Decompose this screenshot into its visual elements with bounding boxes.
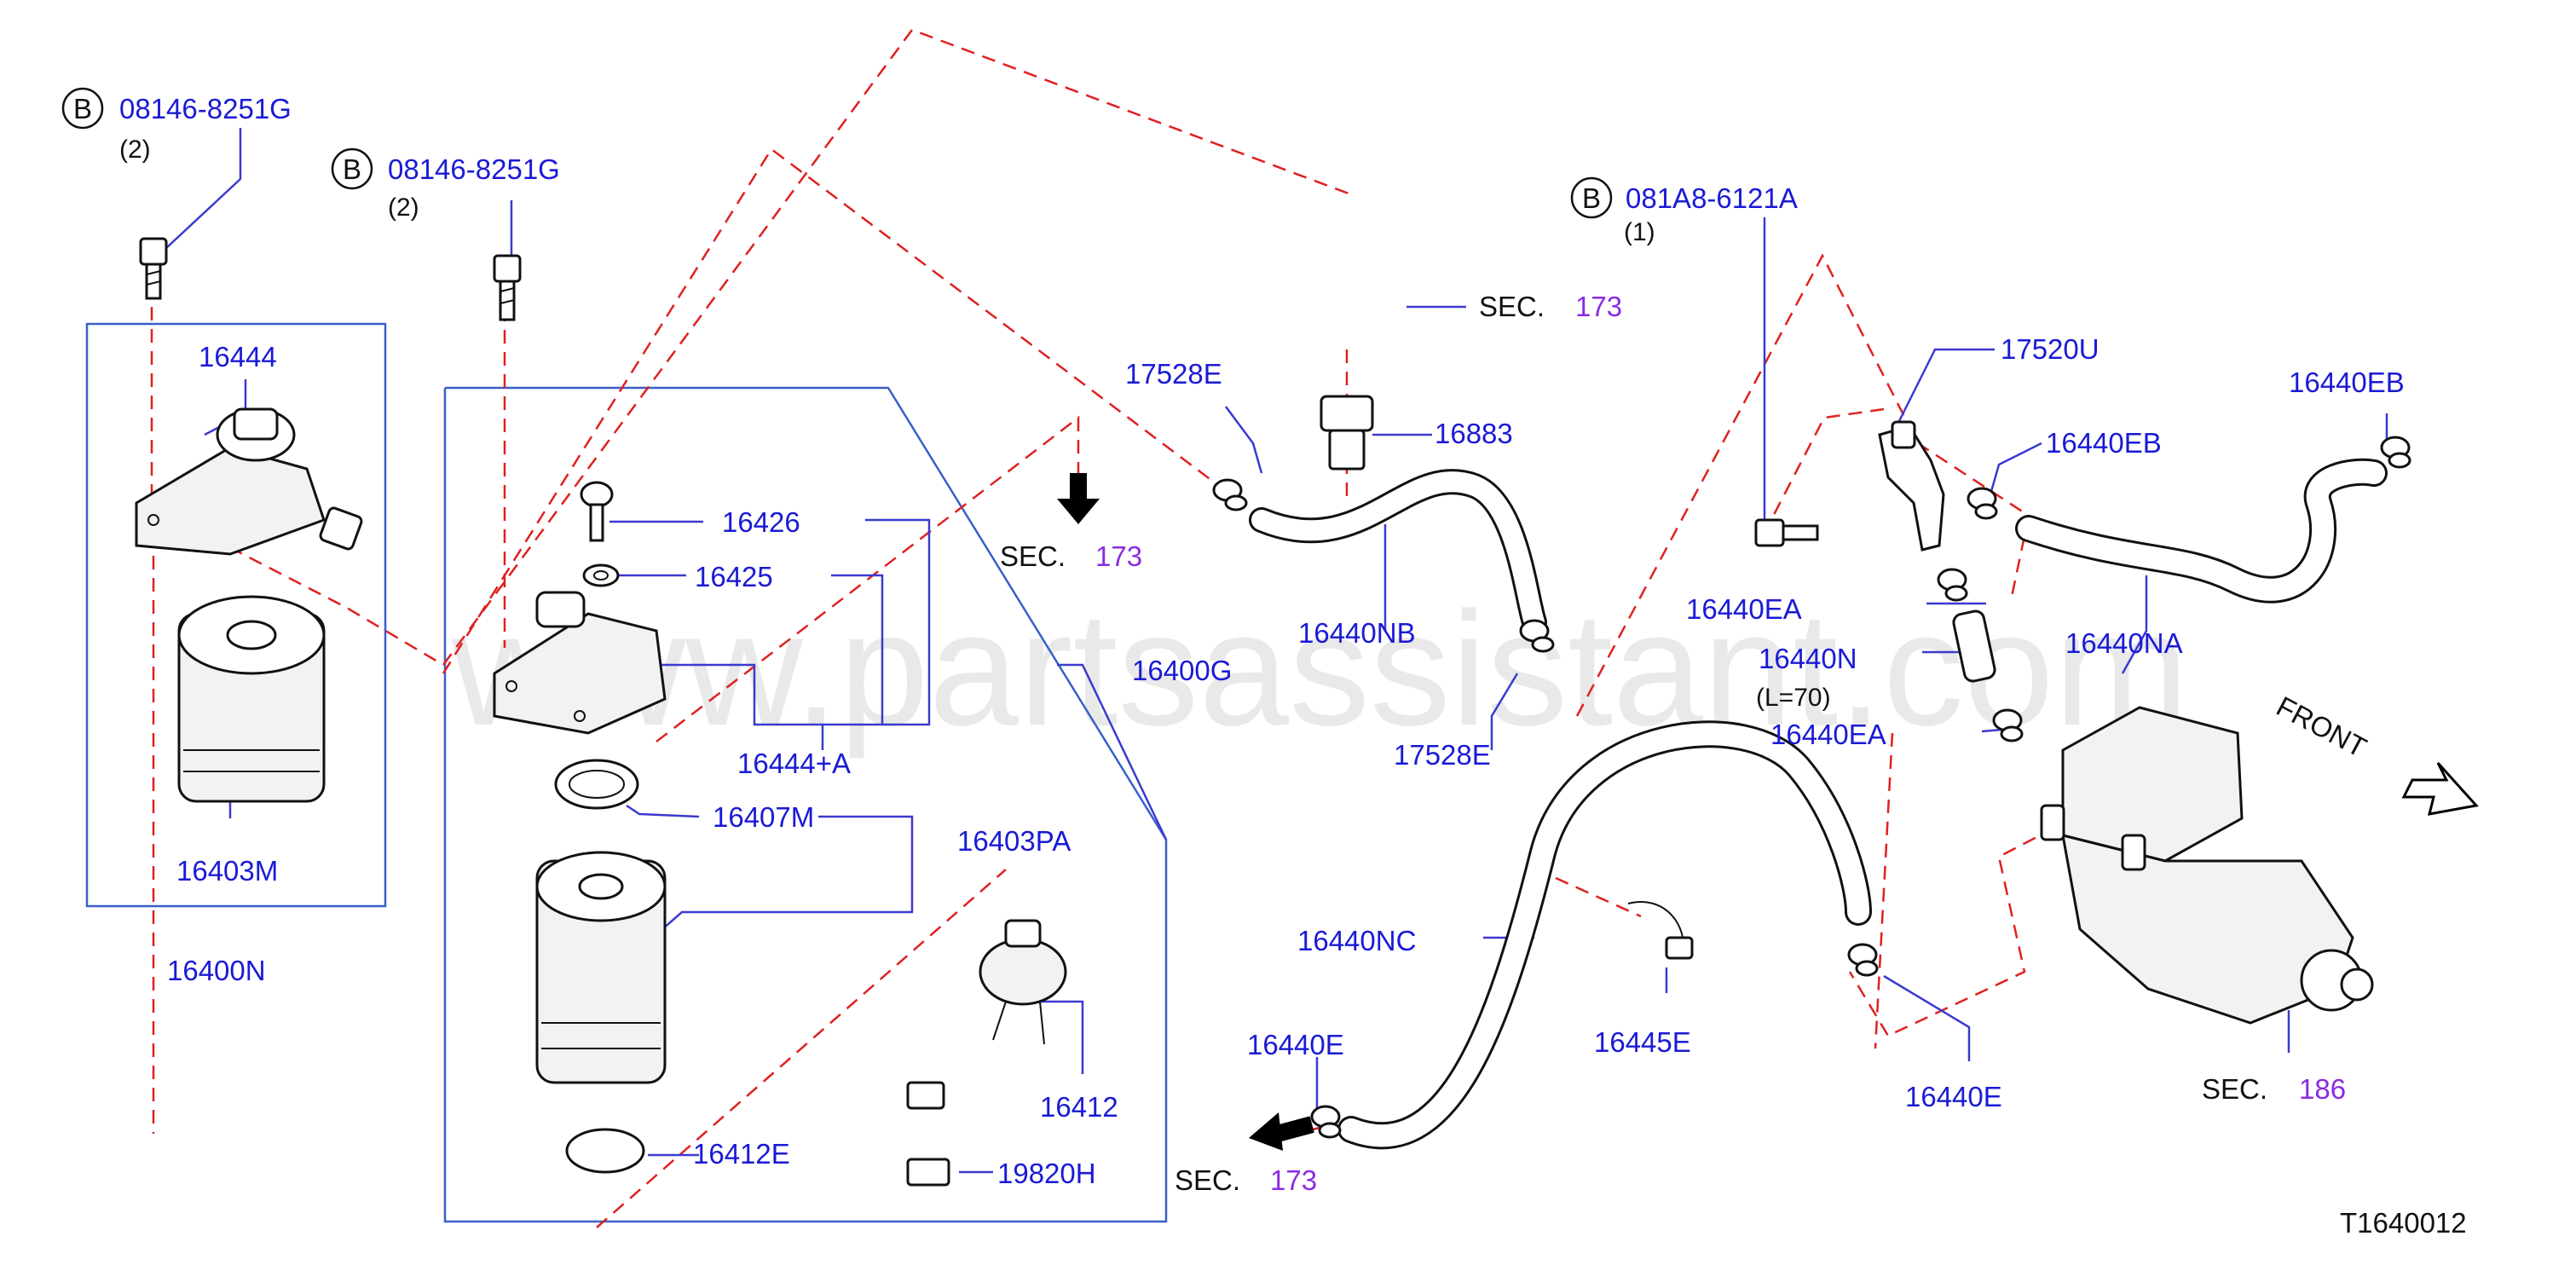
part-label-17528E-lower[interactable]: 17528E	[1394, 739, 1491, 771]
filter-head-16444[interactable]	[135, 407, 363, 556]
clamp-16440E-a[interactable]	[1310, 1105, 1342, 1139]
section-prefix: SEC.	[1479, 291, 1545, 322]
part-label-16440NA[interactable]: 16440NA	[2065, 627, 2183, 659]
part-label-16440EB-left[interactable]: 16440EB	[2046, 427, 2162, 459]
section-prefix: SEC.	[1175, 1164, 1240, 1196]
bolt-ref-circle	[61, 87, 104, 130]
sensor-16412[interactable]	[979, 919, 1067, 1045]
diagram-code: T1640012	[2340, 1207, 2467, 1239]
part-label-16403M[interactable]: 16403M	[176, 855, 278, 887]
part-labels: 16444 16403M 16400N 16426 16425 16400G 1…	[167, 333, 2405, 1189]
section-prefix: SEC.	[1000, 540, 1066, 572]
part-label-16425[interactable]: 16425	[695, 561, 773, 592]
bolt-ref-circle	[331, 147, 373, 190]
bolt-quantity: (2)	[119, 136, 151, 164]
part-label-16412E[interactable]: 16412E	[693, 1138, 790, 1170]
part-label-16444[interactable]: 16444	[199, 341, 277, 373]
section-number[interactable]: 173	[1095, 540, 1142, 572]
hose-upper-u[interactable]	[1172, 209, 1409, 369]
bolt-quantity: (2)	[388, 194, 419, 222]
part-label-16440NC[interactable]: 16440NC	[1297, 925, 1416, 956]
section-ref-1[interactable]: SEC. 173	[1479, 291, 1622, 322]
gasket-16407M[interactable]	[554, 759, 639, 810]
part-label-17528E-upper[interactable]: 17528E	[1125, 358, 1222, 390]
part-label-16440EA-lower[interactable]: 16440EA	[1770, 719, 1886, 750]
part-label-16440NB[interactable]: 16440NB	[1298, 617, 1416, 649]
bolt-ref-2[interactable]: B 08146-8251G (2)	[331, 147, 560, 222]
clamp-16440EB-a[interactable]	[1967, 487, 1998, 520]
bolt-part-number[interactable]: 08146-8251G	[119, 93, 292, 124]
assembly-box-16400G	[443, 386, 1168, 1223]
section-prefix: SEC.	[2202, 1073, 2267, 1105]
clip-16883[interactable]	[1320, 395, 1374, 471]
section-number[interactable]: 173	[1270, 1164, 1317, 1196]
bolt-ref-letter: B	[343, 153, 361, 185]
filter-16403PA[interactable]	[535, 851, 667, 1084]
part-label-16440EA-upper[interactable]: 16440EA	[1686, 593, 1802, 625]
clamp-16440E-b[interactable]	[1847, 943, 1879, 977]
part-label-19820H[interactable]: 19820H	[997, 1158, 1096, 1189]
bolt-right[interactable]	[1754, 518, 1819, 547]
injection-pump[interactable]	[2040, 706, 2374, 1025]
clamp-17528E-b[interactable]	[1519, 619, 1555, 653]
arrow-down-icon	[1057, 473, 1100, 524]
clamp-16440EB-b[interactable]	[2380, 436, 2411, 469]
section-ref-3[interactable]: SEC. 173	[1175, 1164, 1317, 1196]
bolt-middle[interactable]	[493, 254, 522, 321]
part-label-16440EB-right[interactable]: 16440EB	[2289, 367, 2405, 398]
assembly-box-16400N	[85, 322, 387, 908]
part-label-17520U[interactable]: 17520U	[2001, 333, 2099, 365]
clip-16445E[interactable]	[1627, 901, 1694, 960]
filter-head-16444A[interactable]	[493, 591, 667, 735]
clamp-16440EA-b[interactable]	[1992, 708, 2024, 742]
part-label-16440E-left[interactable]: 16440E	[1247, 1029, 1344, 1060]
bolt-part-number[interactable]: 08146-8251G	[388, 153, 560, 185]
front-arrow-icon	[2401, 761, 2479, 816]
bracket-17520U[interactable]	[1878, 420, 1945, 552]
clamp-17528E-a[interactable]	[1212, 478, 1248, 511]
bolt-ref-1[interactable]: B 08146-8251G (2)	[61, 87, 292, 164]
bolt-ref-3[interactable]: B 081A8-6121A (1)	[1570, 176, 1798, 246]
washer-16425[interactable]	[582, 563, 620, 587]
part-label-16403PA[interactable]: 16403PA	[957, 825, 1071, 857]
bolt-part-number[interactable]: 081A8-6121A	[1626, 182, 1798, 214]
hose-16440NB[interactable]	[1249, 469, 1547, 635]
part-label-16440E-right[interactable]: 16440E	[1905, 1081, 2002, 1112]
part-label-16883[interactable]: 16883	[1435, 418, 1513, 449]
watermark: www.partsassistant.com	[451, 579, 2189, 760]
part-label-16400N[interactable]: 16400N	[167, 955, 266, 986]
front-label: FRONT	[2272, 690, 2372, 764]
part-label-16445E[interactable]: 16445E	[1594, 1026, 1691, 1058]
hose-16440N[interactable]	[1952, 609, 1996, 683]
part-label-16426[interactable]: 16426	[722, 506, 800, 538]
section-ref-2[interactable]: SEC. 173	[1000, 540, 1142, 572]
section-number[interactable]: 186	[2299, 1073, 2346, 1105]
filter-16403M[interactable]	[177, 595, 326, 803]
clamp-16440EA-a[interactable]	[1937, 568, 1968, 602]
oring-16412E[interactable]	[565, 1128, 645, 1174]
part-label-16412[interactable]: 16412	[1040, 1091, 1118, 1123]
hose-16440NC[interactable]	[1337, 720, 1872, 1150]
part-label-16407M[interactable]: 16407M	[713, 801, 814, 833]
screw-16426[interactable]	[580, 481, 614, 542]
section-ref-4[interactable]: SEC. 186	[2202, 1073, 2346, 1105]
hose-16440NA[interactable]	[2015, 458, 2388, 604]
part-label-16440N[interactable]: 16440N	[1759, 643, 1857, 674]
part-label-16444A[interactable]: 16444+A	[737, 748, 851, 779]
bolt-ref-circle	[1570, 176, 1613, 219]
bolt-left[interactable]	[139, 237, 168, 300]
arrow-left-icon	[1249, 1112, 1314, 1151]
connector-19820H[interactable]	[906, 1081, 950, 1187]
section-number[interactable]: 173	[1575, 291, 1622, 322]
part-label-16400G[interactable]: 16400G	[1132, 655, 1232, 686]
bolt-ref-letter: B	[73, 93, 92, 124]
bolt-quantity: (1)	[1624, 218, 1655, 246]
bolt-ref-letter: B	[1582, 182, 1601, 214]
part-label-16440N-length: (L=70)	[1756, 684, 1831, 712]
